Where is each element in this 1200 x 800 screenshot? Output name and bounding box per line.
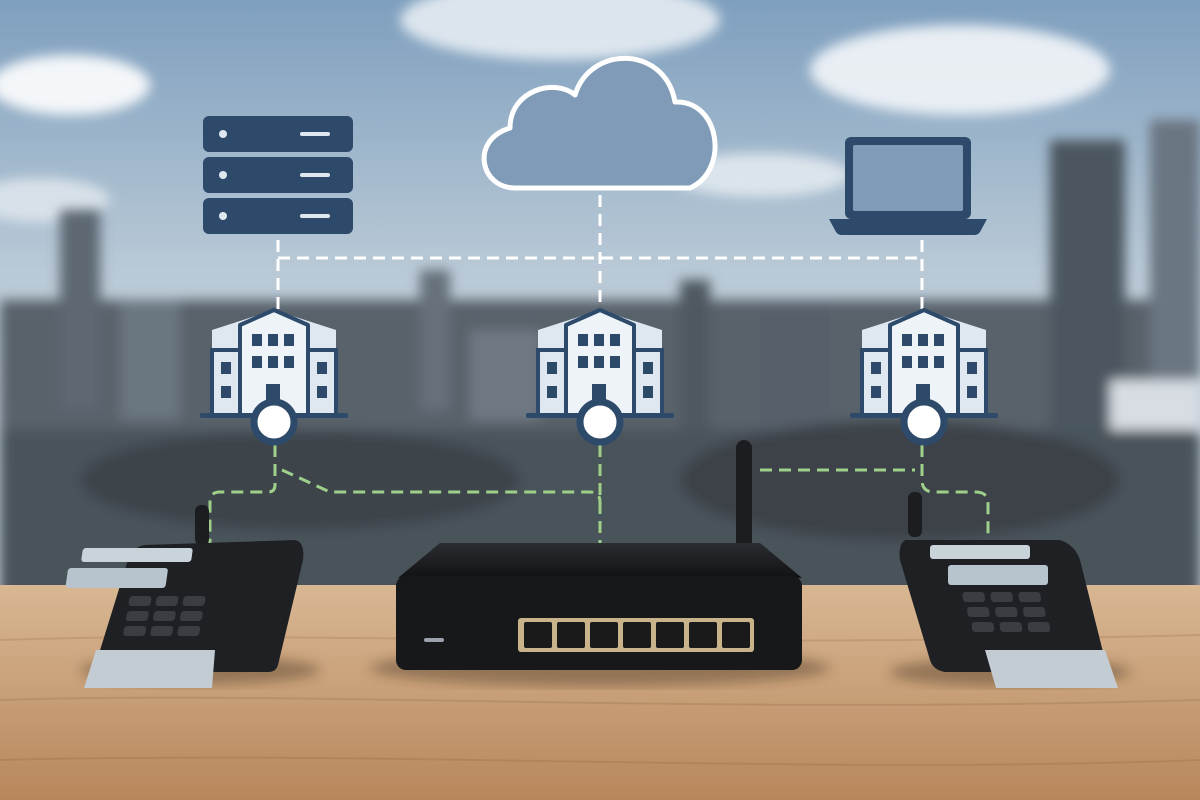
- network-router: [396, 440, 802, 670]
- server-rack-icon: [203, 116, 353, 234]
- cloud-icon: [481, 55, 718, 191]
- building-icon-right: [850, 308, 998, 446]
- top-network-links: [276, 195, 924, 312]
- card-terminal-left: [65, 505, 304, 688]
- bottom-network-links: [208, 445, 990, 548]
- building-icon-left: [200, 308, 348, 446]
- laptop-icon: [829, 137, 987, 235]
- building-icon-center: [526, 308, 674, 446]
- card-terminal-right: [899, 492, 1118, 688]
